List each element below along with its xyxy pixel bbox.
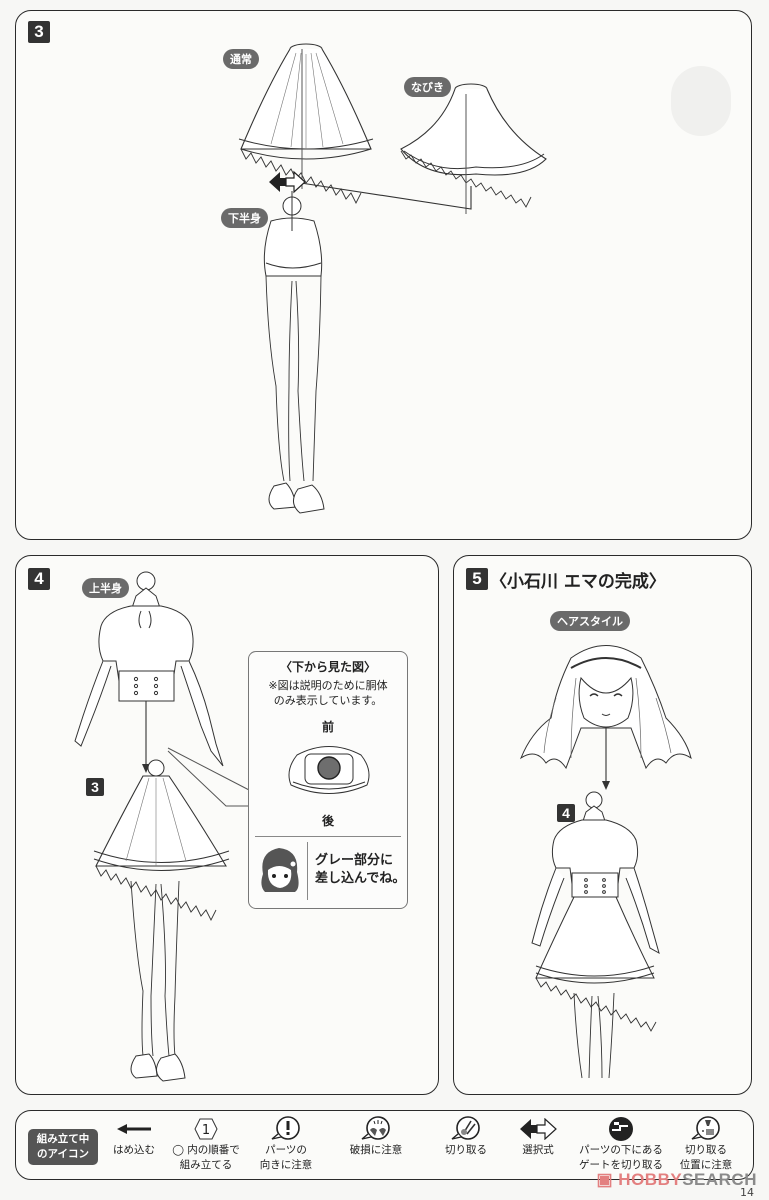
label-upper-body: 上半身 <box>82 578 129 598</box>
legend-item-assembly-order: 1 ◯ 内の順番で 組み立てる <box>166 1115 246 1173</box>
step-4-panel: 4 上半身 3 〈下から見た図〉 ※図は説明のために胴体 のみ <box>15 555 439 1095</box>
arrow-left-icon <box>117 1124 151 1134</box>
watermark-logo-icon: ▣ <box>596 1170 619 1189</box>
step-number-5: 5 <box>466 568 488 590</box>
label-normal: 通常 <box>223 49 259 69</box>
sub-step-4-badge: 4 <box>557 804 575 822</box>
legend-item-selection: 選択式 <box>498 1115 578 1158</box>
completed-figure-illustration <box>514 788 684 1088</box>
assembly-icon-legend: 組み立て中 のアイコン はめ込む 1 ◯ 内の順番で 組み立てる パーツの 向き… <box>15 1110 754 1180</box>
legend-item-gate-cut: パーツの下にある ゲートを切り取る <box>576 1115 666 1173</box>
bleed-through-ghost <box>671 66 731 136</box>
svg-text:1: 1 <box>202 1123 210 1138</box>
cut-position-icon <box>691 1116 720 1140</box>
torso-bottom-view-illustration <box>287 740 371 798</box>
view-from-below-callout: 〈下から見た図〉 ※図は説明のために胴体 のみ表示しています。 前 後 グレー部… <box>248 651 408 909</box>
select-arrow-icon <box>269 171 306 193</box>
callout-title: 〈下から見た図〉 <box>279 660 376 674</box>
label-hairstyle: ヘアスタイル <box>550 611 630 631</box>
hobbysearch-watermark: ▣ HOBBYSEARCH <box>596 1170 757 1189</box>
sub-step-3-badge: 3 <box>86 778 104 796</box>
legend-item-cut-position-caution: 切り取る 位置に注意 <box>666 1115 746 1173</box>
label-flowing: なびき <box>404 77 451 97</box>
callout-divider <box>255 836 401 837</box>
select-connector-line <box>301 181 481 221</box>
mascot-divider <box>307 842 308 900</box>
gate-cut-icon <box>609 1117 633 1141</box>
step-5-title: 〈小石川 エマの完成〉 <box>490 572 666 592</box>
back-label: 後 <box>321 814 334 828</box>
step-3-panel: 3 通常 なびき 下半身 <box>15 10 752 540</box>
step-number-4: 4 <box>28 568 50 590</box>
legend-badge: 組み立て中 のアイコン <box>28 1129 98 1165</box>
label-lower-body: 下半身 <box>221 208 268 228</box>
mascot-face-icon <box>261 848 299 892</box>
page-number: 14 <box>740 1186 754 1199</box>
callout-pointer <box>166 746 256 816</box>
step-5-panel: 5 〈小石川 エマの完成〉 ヘアスタイル 4 <box>453 555 752 1095</box>
front-label: 前 <box>321 720 334 734</box>
hairstyle-illustration <box>516 638 696 790</box>
hexagon-number-icon: 1 <box>194 1118 218 1140</box>
select-arrow-icon <box>520 1118 557 1140</box>
hint-line1: グレー部分に <box>315 853 394 868</box>
lower-body-illustration <box>256 191 336 521</box>
legend-badge-line1: 組み立て中 <box>36 1133 90 1145</box>
callout-note-line1: ※図は説明のために胴体 <box>268 679 388 692</box>
skirt-flowing-illustration <box>396 79 551 194</box>
legend-item-cut: 切り取る <box>426 1115 506 1158</box>
legend-badge-line2: のアイコン <box>37 1148 89 1160</box>
upper-body-illustration <box>61 566 236 773</box>
skirt-normal-illustration <box>231 39 381 174</box>
legend-item-push-in: はめ込む <box>94 1115 174 1158</box>
skirt-and-legs-illustration <box>81 756 241 1086</box>
legend-item-breakage-caution: 破損に注意 <box>336 1115 416 1158</box>
hint-line2: 差し込んでね。 <box>315 871 406 886</box>
exclamation-bubble-icon <box>271 1116 300 1140</box>
callout-note-line2: のみ表示しています。 <box>273 694 383 707</box>
cut-icon <box>451 1116 480 1140</box>
legend-item-orientation-caution: パーツの 向きに注意 <box>246 1115 326 1173</box>
breakage-warning-icon <box>361 1116 390 1140</box>
step-number-3: 3 <box>28 21 50 43</box>
